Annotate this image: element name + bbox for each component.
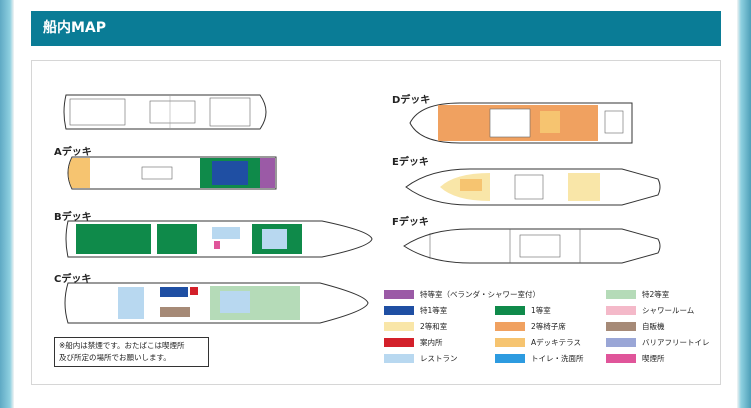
- legend-swatch: [606, 322, 636, 331]
- legend-swatch: [384, 338, 414, 347]
- legend-item: 案内所: [384, 337, 443, 348]
- legend-label: 1等室: [531, 306, 551, 315]
- deck-label-e: Eデッキ: [392, 157, 429, 168]
- legend-swatch: [495, 322, 525, 331]
- legend-label: 案内所: [420, 338, 443, 347]
- legend-item: 自販機: [606, 321, 665, 332]
- legend-label: シャワールーム: [642, 306, 695, 315]
- deck-label-b: Bデッキ: [54, 212, 92, 223]
- legend-item: 特等室（ベランダ・シャワー室付）: [384, 289, 540, 300]
- notice-line-1: ※船内は禁煙です。おたばこは喫煙所: [59, 341, 185, 350]
- legend-swatch: [495, 306, 525, 315]
- legend-item: トイレ・洗面所: [495, 353, 584, 364]
- legend-item: レストラン: [384, 353, 458, 364]
- legend-label: トイレ・洗面所: [531, 354, 584, 363]
- legend-swatch: [384, 306, 414, 315]
- deck-label-c: Cデッキ: [54, 274, 92, 285]
- legend-item: シャワールーム: [606, 305, 694, 316]
- legend-label: 自販機: [642, 322, 665, 331]
- legend-swatch: [606, 338, 636, 347]
- legend-label: 特等室（ベランダ・シャワー室付）: [420, 290, 540, 299]
- legend-swatch: [495, 354, 525, 363]
- legend-label: 2等和室: [420, 322, 448, 331]
- deck-b-plan: [65, 220, 373, 258]
- notice-line-2: 及び所定の場所でお願いします。: [59, 353, 171, 362]
- legend-swatch: [606, 290, 636, 299]
- legend-label: 2等椅子席: [531, 322, 566, 331]
- smoking-notice: ※船内は禁煙です。おたばこは喫煙所 及び所定の場所でお願いします。: [54, 337, 209, 367]
- legend-label: レストラン: [420, 354, 458, 363]
- legend-label: Aデッキテラス: [531, 338, 581, 347]
- legend-swatch: [384, 354, 414, 363]
- deck-d-plan: [409, 102, 633, 144]
- deck-label-f: Fデッキ: [392, 217, 429, 228]
- legend-item: バリアフリートイレ: [606, 337, 710, 348]
- legend-label: 喫煙所: [642, 354, 665, 363]
- legend-label: 特1等室: [420, 306, 448, 315]
- legend-item: Aデッキテラス: [495, 337, 581, 348]
- legend-swatch: [384, 290, 414, 299]
- legend-swatch: [606, 354, 636, 363]
- legend-item: 喫煙所: [606, 353, 665, 364]
- page-title: 船内MAP: [31, 11, 721, 46]
- legend-item: 特1等室: [384, 305, 447, 316]
- legend-item: 2等和室: [384, 321, 447, 332]
- ship-map: Aデッキ Bデッキ Cデッキ ※船内は禁煙です。おたばこは喫煙所 及び所定の場所…: [31, 60, 721, 385]
- legend-item: 特2等室: [606, 289, 669, 300]
- roof-deck-plan: [63, 94, 267, 130]
- legend-item: 1等室: [495, 305, 551, 316]
- legend-swatch: [495, 338, 525, 347]
- deck-c-plan: [64, 282, 369, 324]
- legend-item: 2等椅子席: [495, 321, 566, 332]
- deck-label-d: Dデッキ: [392, 95, 431, 106]
- deck-a-plan: [67, 156, 277, 190]
- deck-label-a: Aデッキ: [54, 147, 92, 158]
- deck-f-plan: [403, 228, 661, 264]
- legend-swatch: [384, 322, 414, 331]
- legend-label: 特2等室: [642, 290, 670, 299]
- legend-swatch: [606, 306, 636, 315]
- legend-label: バリアフリートイレ: [642, 338, 710, 347]
- deck-e-plan: [405, 168, 661, 206]
